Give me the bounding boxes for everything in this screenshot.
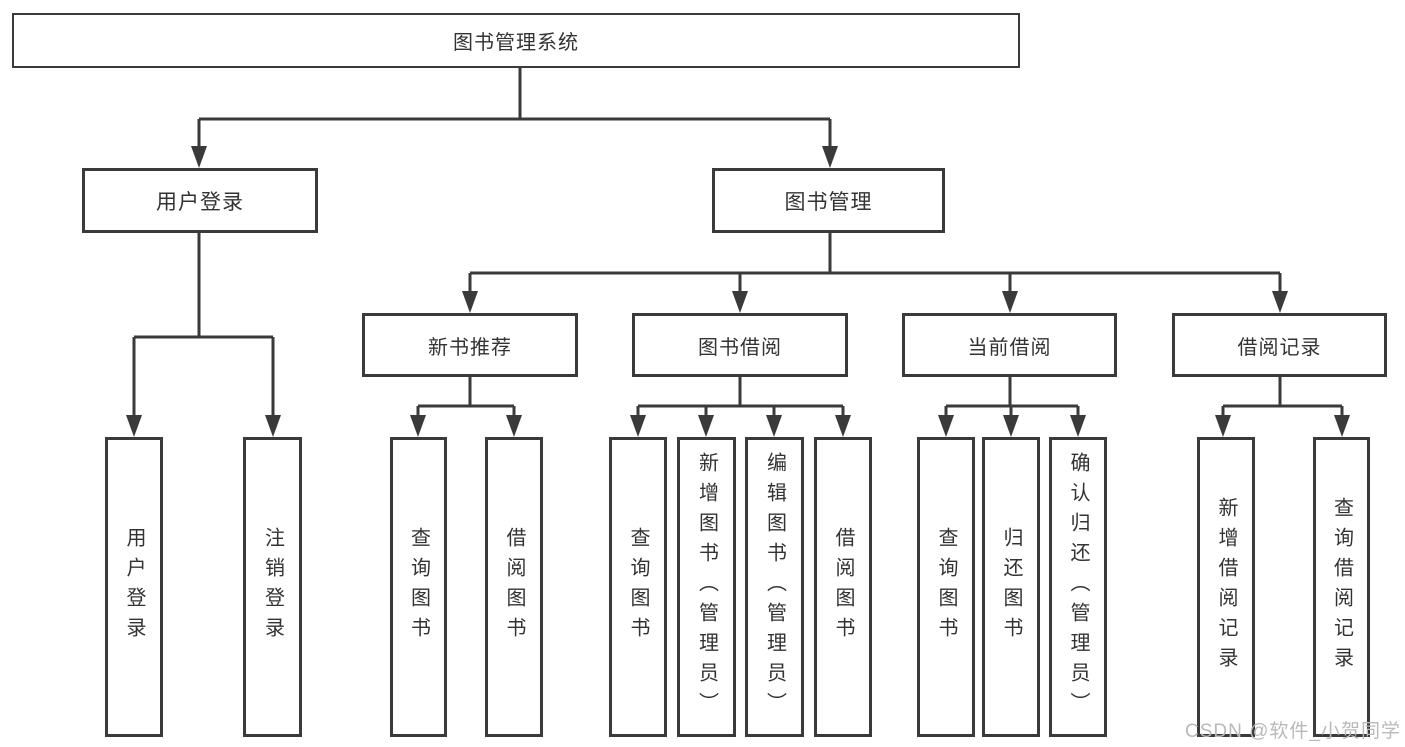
leaf-records-add-record: 新增借阅记录 xyxy=(1197,437,1255,737)
edge-book-management-sections xyxy=(468,233,1282,295)
arrowhead xyxy=(732,291,748,313)
leaf-logout: 注销登录 xyxy=(243,437,302,737)
edge-user-login-children xyxy=(132,233,275,419)
node-borrowing-records-label: 借阅记录 xyxy=(1237,336,1322,359)
arrowhead xyxy=(938,415,954,437)
leaf-current-confirm-return-admin: 确认归还（管理员） xyxy=(1049,437,1107,737)
leaf-borrow-add-books-admin: 新增图书（管理员） xyxy=(677,437,736,737)
edge-book-borrow-children xyxy=(636,377,845,419)
arrowhead xyxy=(410,415,426,437)
node-new-book-recommendation: 新书推荐 xyxy=(362,313,578,377)
connector-line xyxy=(944,377,1080,419)
leaf-borrow-borrow-books: 借阅图书 xyxy=(814,437,872,737)
arrowhead xyxy=(835,415,851,437)
arrowhead xyxy=(1215,415,1231,437)
leaf-borrow-edit-books-admin-label: 编辑图书（管理员） xyxy=(763,452,786,722)
connector-line xyxy=(636,377,845,419)
watermark: CSDN @软件_小贺同学 xyxy=(1185,721,1401,742)
arrowhead xyxy=(191,146,207,168)
node-user-login-label: 用户登录 xyxy=(156,190,244,214)
arrowhead xyxy=(1002,291,1018,313)
node-current-borrowing-label: 当前借阅 xyxy=(967,336,1052,359)
arrowhead xyxy=(822,146,838,168)
leaf-borrow-query-books-label: 查询图书 xyxy=(627,527,649,647)
node-borrowing-records: 借阅记录 xyxy=(1172,313,1387,377)
arrowhead xyxy=(766,415,782,437)
leaf-borrow-edit-books-admin: 编辑图书（管理员） xyxy=(745,437,804,737)
node-book-management-label: 图书管理 xyxy=(784,190,873,214)
leaf-logout-label: 注销登录 xyxy=(261,527,284,647)
node-root: 图书管理系统 xyxy=(12,13,1020,68)
leaf-current-confirm-return-admin-label: 确认归还（管理员） xyxy=(1067,452,1089,722)
leaf-current-return-books: 归还图书 xyxy=(982,437,1040,737)
node-book-borrowing: 图书借阅 xyxy=(632,313,848,377)
node-book-borrowing-label: 图书借阅 xyxy=(698,336,782,359)
arrowhead xyxy=(265,415,281,437)
leaf-newbook-query-books: 查询图书 xyxy=(390,437,447,737)
node-new-book-recommendation-label: 新书推荐 xyxy=(428,336,512,359)
arrowhead xyxy=(630,415,646,437)
leaf-records-query-record-label: 查询借阅记录 xyxy=(1330,497,1353,677)
leaf-borrow-borrow-books-label: 借阅图书 xyxy=(832,527,854,647)
leaf-newbook-borrow-books: 借阅图书 xyxy=(485,437,543,737)
arrowhead xyxy=(1070,415,1086,437)
leaf-current-return-books-label: 归还图书 xyxy=(1000,527,1022,647)
node-current-borrowing: 当前借阅 xyxy=(902,313,1117,377)
connector-line xyxy=(1221,377,1344,419)
arrowhead xyxy=(1003,415,1019,437)
edge-root-to-branches xyxy=(197,67,832,150)
leaf-user-login: 用户登录 xyxy=(105,437,163,737)
connector-line xyxy=(416,377,516,419)
leaf-current-query-books: 查询图书 xyxy=(917,437,975,737)
leaf-current-query-books-label: 查询图书 xyxy=(935,527,957,647)
node-book-management: 图书管理 xyxy=(712,168,945,233)
leaf-newbook-query-books-label: 查询图书 xyxy=(407,527,430,647)
arrowhead xyxy=(1334,415,1350,437)
arrowhead xyxy=(698,415,714,437)
edge-borrow-records-children xyxy=(1221,377,1344,419)
leaf-records-add-record-label: 新增借阅记录 xyxy=(1215,497,1237,677)
arrowhead xyxy=(1272,291,1288,313)
leaf-newbook-borrow-books-label: 借阅图书 xyxy=(503,527,525,647)
arrowhead xyxy=(126,415,142,437)
edge-new-book-children xyxy=(416,377,516,419)
arrowhead xyxy=(506,415,522,437)
leaf-records-query-record: 查询借阅记录 xyxy=(1313,437,1370,737)
node-root-label: 图书管理系统 xyxy=(453,32,579,54)
connector-line xyxy=(197,67,832,150)
arrowhead xyxy=(462,291,478,313)
edge-current-borrow-children xyxy=(944,377,1080,419)
connector-line xyxy=(132,233,275,419)
node-user-login: 用户登录 xyxy=(82,168,318,233)
leaf-borrow-add-books-admin-label: 新增图书（管理员） xyxy=(695,452,718,722)
leaf-user-login-label: 用户登录 xyxy=(123,527,145,647)
leaf-borrow-query-books: 查询图书 xyxy=(609,437,667,737)
connector-line xyxy=(468,233,1282,295)
